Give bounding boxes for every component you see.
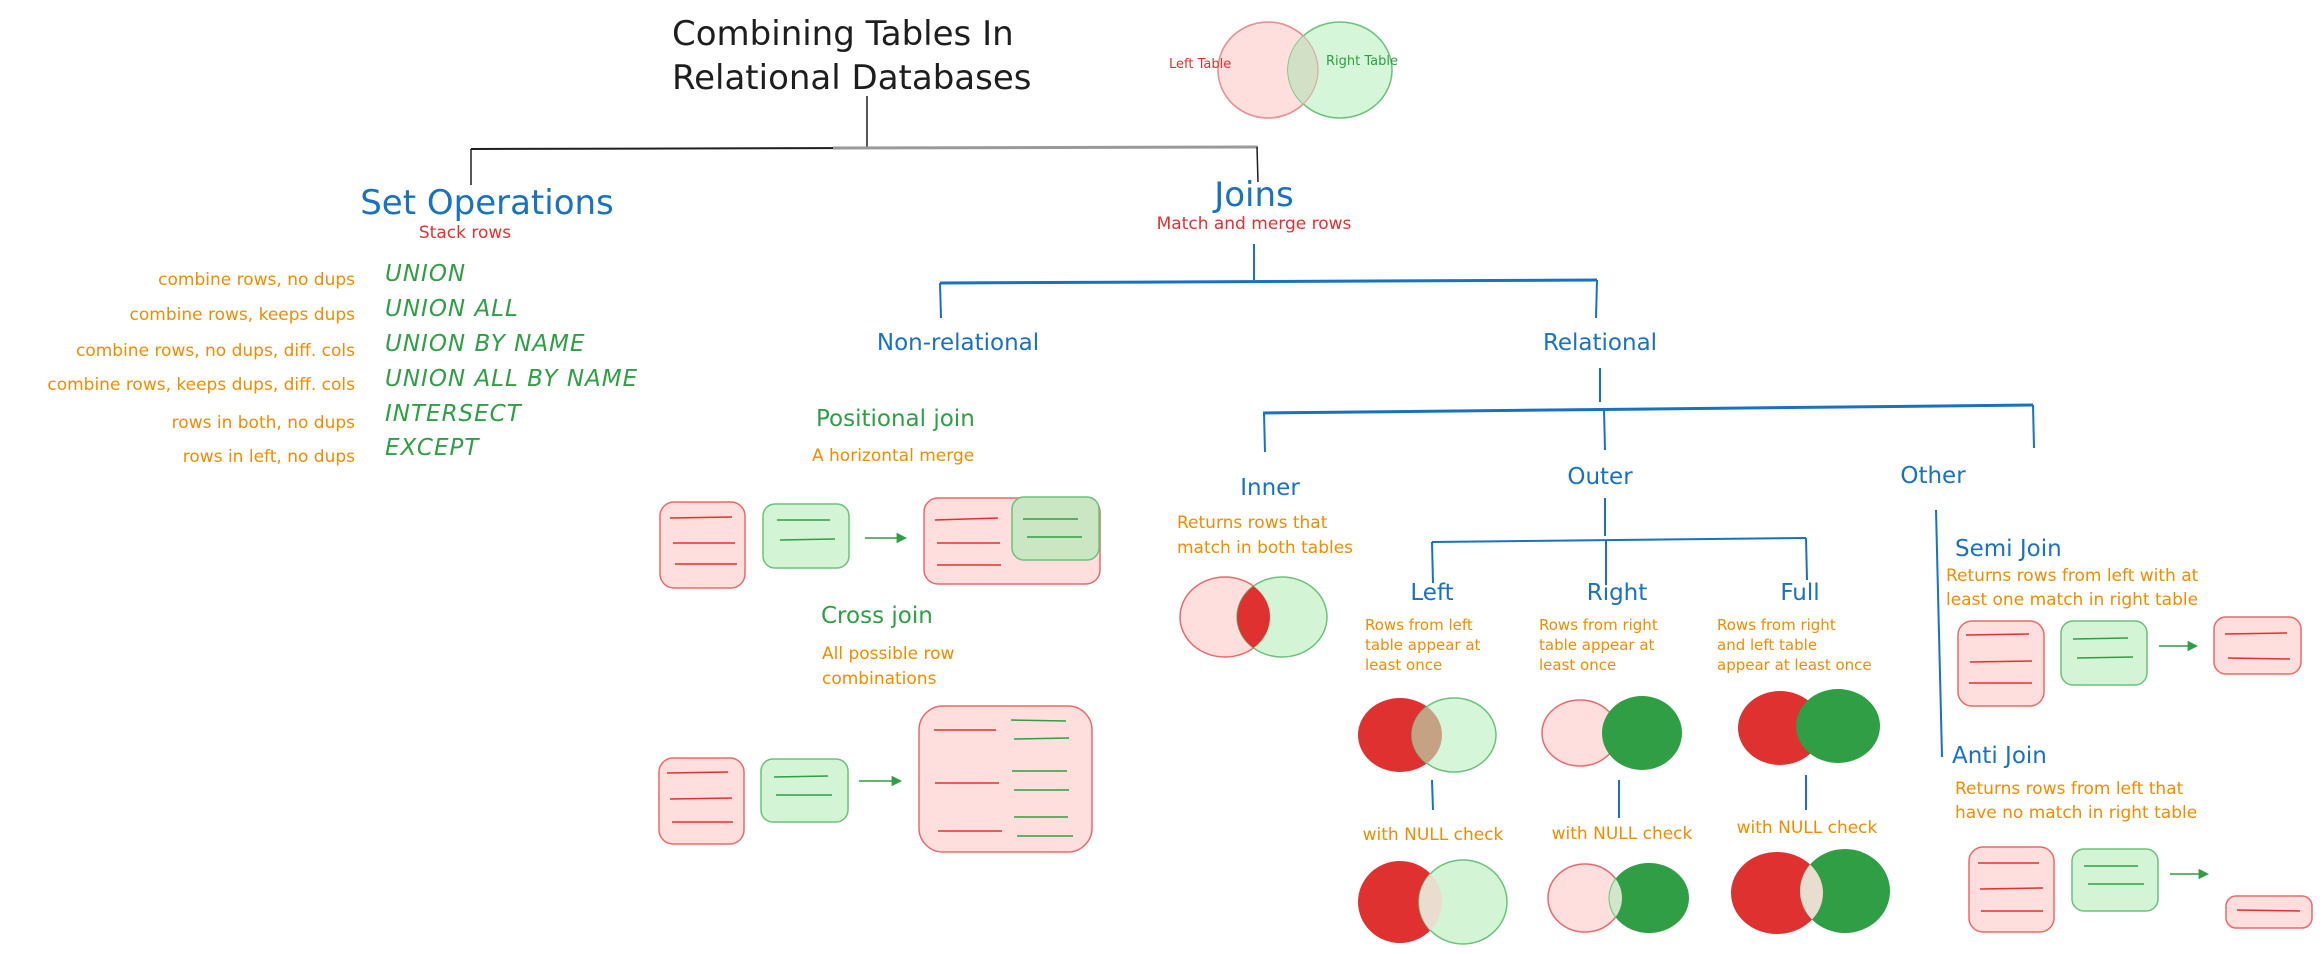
legend-left-label: Left Table	[1169, 57, 1232, 72]
full-null-check-label: with NULL check	[1736, 818, 1878, 838]
semi-join-diagram	[1957, 616, 2302, 707]
anti-join-description-2: have no match in right table	[1955, 803, 2198, 823]
set-op-description: combine rows, no dups	[158, 270, 355, 290]
legend-right-label: Right Table	[1326, 54, 1398, 69]
full-join-heading: Full	[1780, 580, 1820, 606]
right-join-venn	[1541, 696, 1682, 770]
semi-join-description-1: Returns rows from left with at	[1946, 566, 2199, 586]
title-line-1: Combining Tables In	[672, 14, 1014, 54]
right-null-check-label: with NULL check	[1551, 824, 1693, 844]
right-join-description-3: least once	[1539, 656, 1617, 674]
set-op-description: rows in left, no dups	[182, 447, 355, 467]
non-relational-heading: Non-relational	[876, 330, 1040, 356]
left-join-heading: Left	[1410, 580, 1454, 606]
left-join-description-1: Rows from left	[1365, 616, 1473, 634]
set-op-keyword: INTERSECT	[385, 401, 522, 427]
right-table-icon	[762, 503, 850, 569]
inner-heading: Inner	[1240, 475, 1300, 501]
inner-description-2: match in both tables	[1177, 538, 1354, 558]
inner-overlap	[1237, 577, 1270, 657]
set-op-description: combine rows, no dups, diff. cols	[75, 341, 355, 361]
cross-join-description-1: All possible row	[822, 644, 955, 664]
page-title: Combining Tables In Relational Databases	[672, 12, 1031, 100]
semi-join-heading: Semi Join	[1955, 536, 2062, 562]
positional-join-heading: Positional join	[816, 406, 975, 432]
joins-heading: Joins	[1214, 175, 1294, 215]
set-op-description: rows in both, no dups	[171, 413, 355, 433]
full-join-description-1: Rows from right	[1717, 616, 1836, 634]
joins-subtitle: Match and merge rows	[1156, 214, 1352, 234]
left-null-check-label: with NULL check	[1362, 825, 1504, 845]
left-table-icon	[658, 757, 745, 845]
set-op-keyword: UNION	[385, 261, 467, 287]
result-table-icon	[2225, 895, 2313, 929]
right-join-description-1: Rows from right	[1539, 616, 1658, 634]
left-table-icon	[1957, 620, 2045, 707]
cross-join-description-2: combinations	[822, 669, 937, 689]
right-table-icon	[2060, 620, 2148, 686]
right-table-icon	[760, 758, 849, 823]
left-join-description-2: table appear at	[1365, 636, 1481, 654]
full-join-description-2: and left table	[1717, 636, 1818, 654]
full-join-description-3: appear at least once	[1717, 656, 1872, 674]
anti-join-heading: Anti Join	[1952, 743, 2047, 769]
set-op-keyword: EXCEPT	[385, 435, 480, 461]
other-heading: Other	[1900, 463, 1966, 489]
positional-join-description: A horizontal merge	[812, 446, 975, 466]
set-op-description: combine rows, keeps dups	[129, 305, 355, 325]
anti-join-diagram	[1968, 846, 2313, 933]
positional-join-diagram	[659, 496, 1101, 589]
outer-heading: Outer	[1567, 464, 1633, 490]
inner-join-venn	[1179, 576, 1328, 658]
left-join-null-venn	[1358, 859, 1508, 945]
set-operations-subtitle: Stack rows	[418, 223, 512, 243]
right-table-icon	[2071, 848, 2159, 912]
set-op-keyword: UNION BY NAME	[385, 331, 586, 357]
joins-tree-lines	[939, 244, 2035, 818]
cross-join-diagram	[658, 705, 1093, 853]
left-join-description-3: least once	[1365, 656, 1443, 674]
right-join-heading: Right	[1586, 580, 1648, 606]
relational-heading: Relational	[1542, 330, 1658, 356]
root-tree-lines	[470, 96, 1259, 185]
semi-join-description-2: least one match in right table	[1946, 590, 2199, 610]
right-join-description-2: table appear at	[1539, 636, 1655, 654]
legend-venn	[1217, 21, 1393, 119]
full-join-venn	[1738, 689, 1880, 765]
inner-description-1: Returns rows that	[1177, 513, 1328, 533]
set-op-description: combine rows, keeps dups, diff. cols	[47, 375, 355, 395]
set-operations-heading: Set Operations	[360, 183, 614, 223]
set-op-keyword: UNION ALL BY NAME	[385, 366, 639, 392]
right-join-null-venn	[1547, 863, 1689, 933]
title-line-2: Relational Databases	[672, 58, 1032, 98]
anti-join-description-1: Returns rows from left that	[1955, 779, 2184, 799]
left-table-icon	[659, 501, 746, 589]
set-op-keyword: UNION ALL	[385, 296, 519, 322]
result-table-icon	[2213, 616, 2302, 675]
full-join-null-venn	[1731, 849, 1890, 934]
cross-join-heading: Cross join	[821, 603, 933, 629]
left-join-venn	[1358, 697, 1497, 773]
result-table-icon	[918, 705, 1093, 853]
